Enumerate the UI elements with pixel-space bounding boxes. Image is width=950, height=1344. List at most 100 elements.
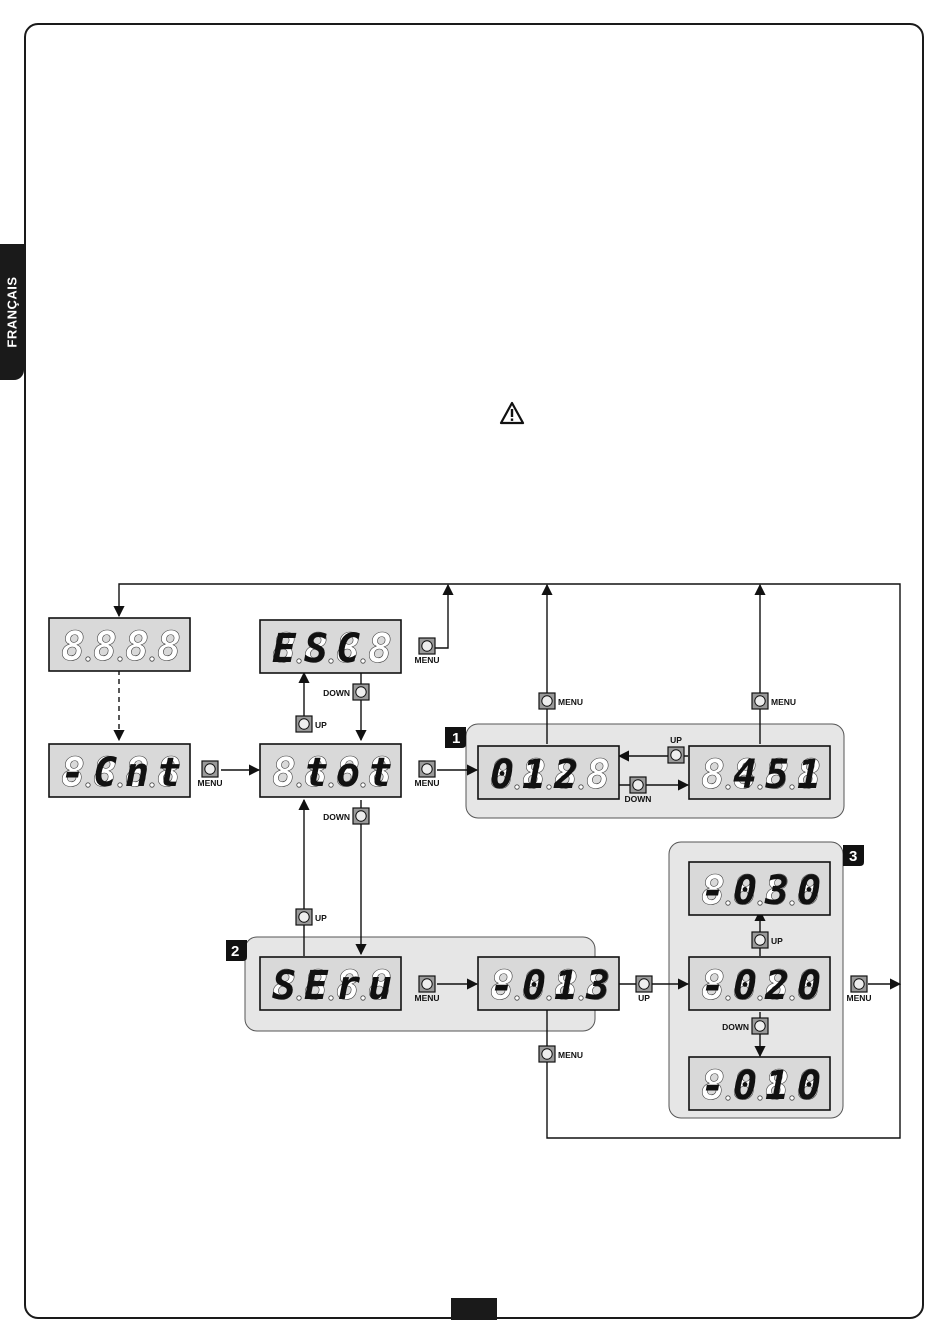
display-digit-ghost: 8 <box>272 750 296 796</box>
push-button-icon <box>356 687 366 697</box>
display-cnt: 8-8C8n8t <box>49 744 190 797</box>
button-label: DOWN <box>323 812 350 822</box>
down-button-5: DOWN <box>323 808 369 824</box>
display-dot <box>579 996 583 1000</box>
display-digit-ghost: 8 <box>61 624 85 670</box>
group-badge-1: 1 <box>445 727 466 748</box>
display-digit: S <box>272 963 296 1009</box>
up-button-10: UP <box>296 909 327 925</box>
menu-button-4: MENU <box>414 761 439 788</box>
display-digit-ghost: 8 <box>701 752 725 798</box>
display-digit: 5 <box>765 752 789 798</box>
display-dot <box>361 659 365 663</box>
push-button-icon <box>542 696 552 706</box>
button-label: MENU <box>414 655 439 665</box>
display-dot <box>329 783 333 787</box>
display-dot <box>297 783 301 787</box>
display-dot <box>515 996 519 1000</box>
menu-button-7: MENU <box>752 693 796 709</box>
up-button-8: UP <box>668 735 684 763</box>
display-digit: r <box>336 963 360 1009</box>
display-dot <box>726 901 730 905</box>
display-digit: C <box>336 626 360 672</box>
display-digit: 1 <box>522 752 546 798</box>
display-digit: - <box>701 963 725 1009</box>
display-digit: 3 <box>585 963 610 1009</box>
display-dot <box>329 659 333 663</box>
up-button-3: UP <box>296 716 327 732</box>
display-digit: 2 <box>764 963 789 1009</box>
display-dot <box>790 785 794 789</box>
display-digit: 0 <box>733 1063 757 1109</box>
display-digit: t <box>157 750 181 796</box>
display-dot <box>86 657 90 661</box>
display-dot <box>150 657 154 661</box>
display-digit-ghost: 8 <box>93 624 117 670</box>
push-button-icon <box>542 1049 552 1059</box>
menu-button-1: MENU <box>414 638 439 665</box>
menu-button-6: MENU <box>539 693 583 709</box>
push-button-icon <box>299 719 309 729</box>
push-button-icon <box>755 935 765 945</box>
display-dot <box>329 996 333 1000</box>
up-button-12: UP <box>636 976 652 1003</box>
button-label: UP <box>315 720 327 730</box>
display-dot <box>726 1096 730 1100</box>
display-dot <box>361 996 365 1000</box>
display-digit: 0 <box>490 752 514 798</box>
push-button-icon <box>422 641 432 651</box>
button-label: MENU <box>771 697 796 707</box>
display-tot: 88t8o8t <box>260 744 401 797</box>
display-digit: 0 <box>797 868 821 914</box>
display-digit-ghost: 8 <box>157 624 181 670</box>
display-digit: - <box>490 963 514 1009</box>
button-label: MENU <box>558 1050 583 1060</box>
display-total-value-low: 8848581 <box>689 746 830 799</box>
display-digit: u <box>368 963 392 1009</box>
button-label: UP <box>315 913 327 923</box>
display-digit: n <box>125 750 149 796</box>
display-dot <box>297 659 301 663</box>
display-dot <box>758 996 762 1000</box>
display-digit: 0 <box>733 868 757 914</box>
push-button-icon <box>671 750 681 760</box>
svg-text:2: 2 <box>231 943 239 960</box>
button-label: MENU <box>414 993 439 1003</box>
display-digit: 4 <box>733 752 757 798</box>
display-dot <box>726 996 730 1000</box>
down-button-2: DOWN <box>323 684 369 700</box>
display-digit: 1 <box>554 963 578 1009</box>
push-button-icon <box>422 979 432 989</box>
display-digit: S <box>304 626 328 672</box>
button-label: UP <box>670 735 682 745</box>
group-badge-2: 2 <box>226 940 247 961</box>
button-label: MENU <box>846 993 871 1003</box>
display-digit: 0 <box>797 963 821 1009</box>
display-serv-down: 8-808180 <box>689 1057 830 1110</box>
button-label: MENU <box>558 697 583 707</box>
button-label: DOWN <box>625 794 652 804</box>
display-digit: - <box>701 868 725 914</box>
display-digit: 1 <box>797 752 821 798</box>
display-dot <box>579 785 583 789</box>
display-dot <box>790 901 794 905</box>
button-label: MENU <box>197 778 222 788</box>
display-dot <box>86 783 90 787</box>
display-digit: 2 <box>553 752 578 798</box>
display-dot <box>790 996 794 1000</box>
display-digit-ghost: 8 <box>125 624 149 670</box>
display-dot <box>547 996 551 1000</box>
display-dot <box>297 996 301 1000</box>
display-digit: - <box>61 750 85 796</box>
push-button-icon <box>205 764 215 774</box>
menu-button-16: MENU <box>846 976 871 1003</box>
display-digit-ghost: 8 <box>586 752 610 798</box>
display-dot <box>361 783 365 787</box>
svg-text:1: 1 <box>452 730 460 747</box>
display-digit: o <box>336 750 360 796</box>
display-digit: E <box>304 963 329 1009</box>
display-clock: 8888 <box>49 618 190 671</box>
